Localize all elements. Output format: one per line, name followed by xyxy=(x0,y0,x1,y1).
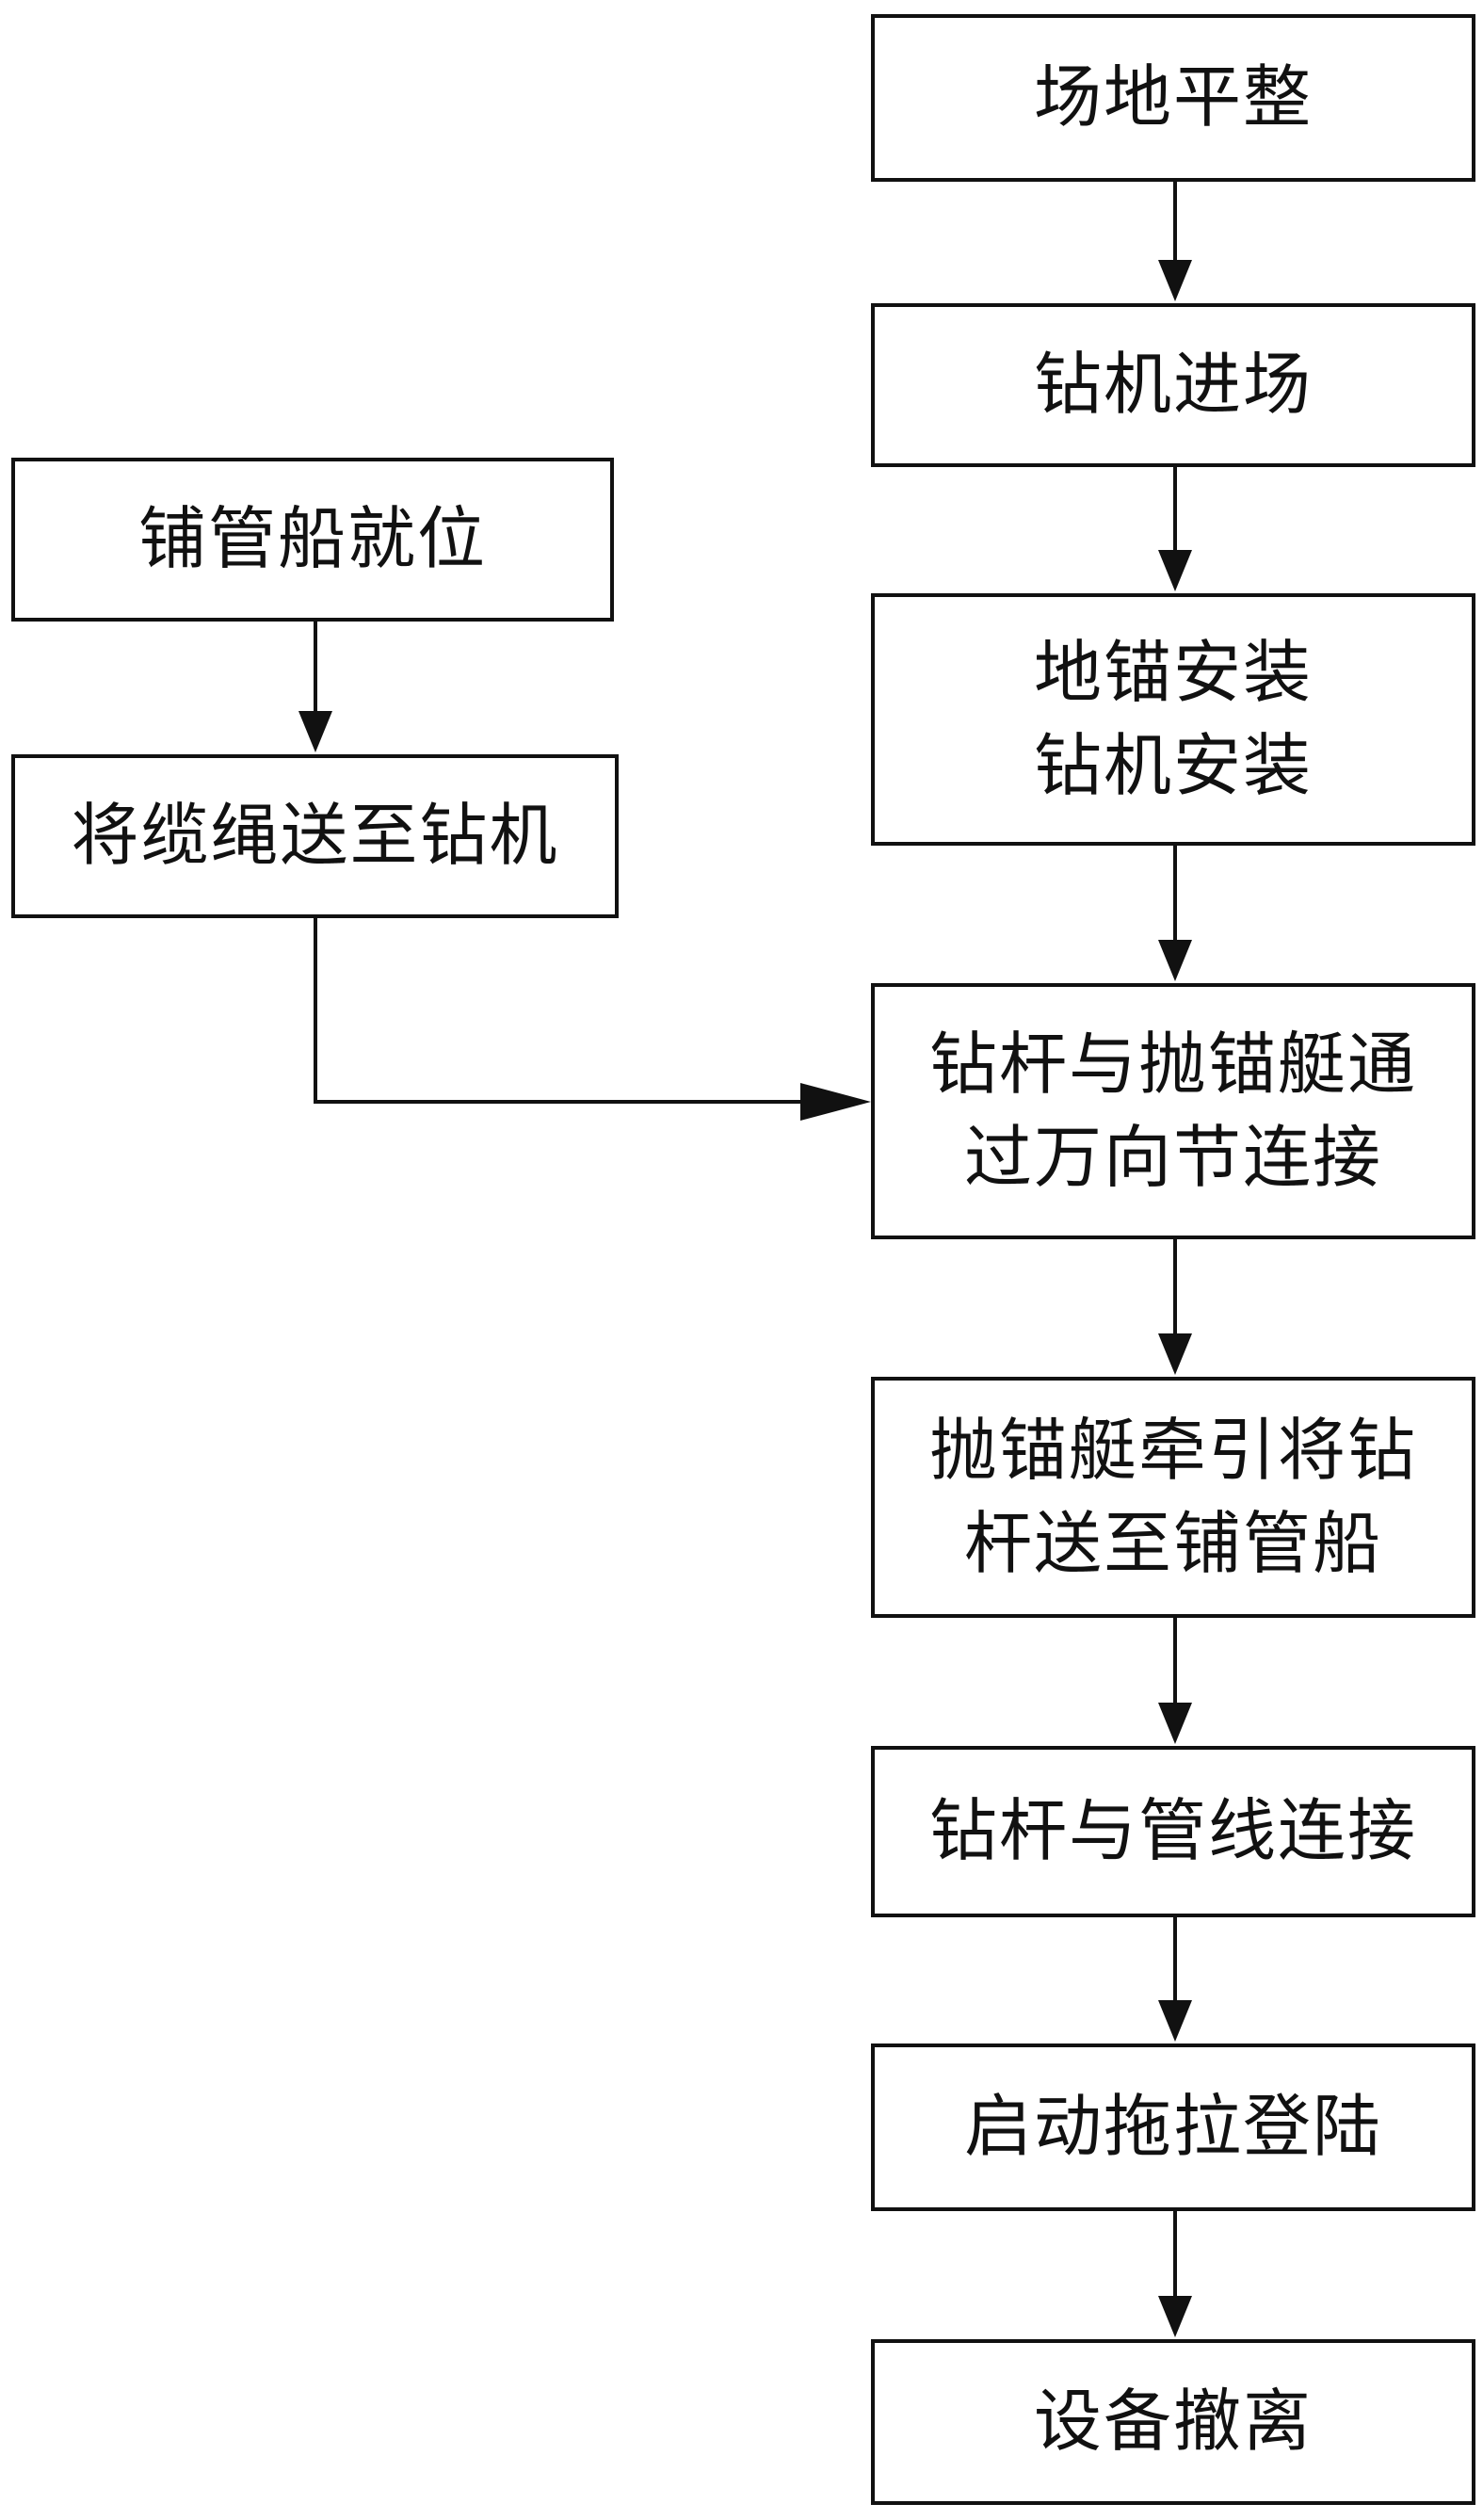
arrow-site-to-rig-entry xyxy=(1158,182,1192,301)
arrow-rig-entry-to-install xyxy=(1158,467,1192,591)
step-cable-to-rig-label: 将缆绳送至钻机 xyxy=(71,796,559,876)
step-tow-pipe: 抛锚艇牵引将钻 杆送至铺管船 xyxy=(871,1377,1475,1618)
step-rig-entry: 钻机进场 xyxy=(871,303,1475,467)
arrow-pipeline-connect-to-pull xyxy=(1158,1917,1192,2042)
step-evacuate-label: 设备撤离 xyxy=(1033,2382,1313,2462)
step-start-pull: 启动拖拉登陆 xyxy=(871,2043,1475,2211)
step-drill-pipe-connect: 钻杆与抛锚艇通 过万向节连接 xyxy=(871,983,1475,1239)
arrow-pull-to-evacuate xyxy=(1158,2211,1192,2337)
step-vessel-in-place: 铺管船就位 xyxy=(11,458,614,622)
step-tow-pipe-label-1: 抛锚艇牵引将钻 xyxy=(928,1410,1417,1490)
step-cable-to-rig: 将缆绳送至钻机 xyxy=(11,754,619,918)
step-pipe-pipeline-connect-label: 钻杆与管线连接 xyxy=(928,1791,1417,1871)
step-anchor-rig-install: 地锚安装 钻机安装 xyxy=(871,593,1475,846)
step-evacuate: 设备撤离 xyxy=(871,2339,1475,2505)
arrow-pipe-connect-to-tow xyxy=(1158,1239,1192,1375)
arrow-vessel-to-cable xyxy=(298,622,332,752)
step-rig-entry-label: 钻机进场 xyxy=(1033,345,1313,425)
step-start-pull-label: 启动拖拉登陆 xyxy=(963,2087,1382,2167)
arrow-cable-to-pipe-connect xyxy=(314,918,871,1121)
step-vessel-in-place-label: 铺管船就位 xyxy=(137,499,487,579)
step-anchor-install-label: 地锚安装 xyxy=(1033,632,1313,712)
step-pipe-pipeline-connect: 钻杆与管线连接 xyxy=(871,1746,1475,1917)
step-rig-install-label: 钻机安装 xyxy=(1033,726,1313,805)
step-tow-pipe-label-2: 杆送至铺管船 xyxy=(963,1504,1382,1583)
step-site-leveling-label: 场地平整 xyxy=(1033,57,1313,137)
step-site-leveling: 场地平整 xyxy=(871,14,1475,182)
step-drill-pipe-connect-label-1: 钻杆与抛锚艇通 xyxy=(928,1024,1417,1104)
arrow-install-to-pipe-connect xyxy=(1158,846,1192,981)
step-drill-pipe-connect-label-2: 过万向节连接 xyxy=(963,1118,1382,1197)
arrow-tow-to-pipeline-connect xyxy=(1158,1618,1192,1744)
